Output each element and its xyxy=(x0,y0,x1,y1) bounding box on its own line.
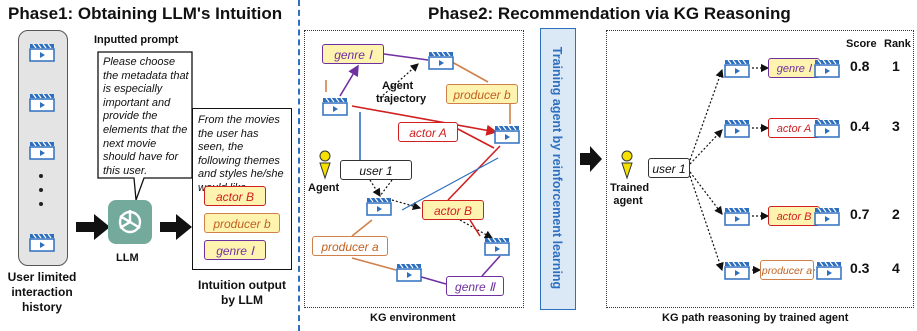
output-label-line: by LLM xyxy=(221,293,263,307)
agent-trajectory-line: Agent xyxy=(382,80,414,92)
arrow-right-icon xyxy=(76,214,110,240)
path-row-3-entity: actor B xyxy=(768,206,820,226)
prompt-bubble xyxy=(97,51,193,201)
agent-trajectory-label: Agent trajectory xyxy=(376,80,426,106)
trained-agent-line: agent xyxy=(613,195,643,207)
movie-icon xyxy=(322,97,348,116)
path-reasoning-box xyxy=(606,30,914,308)
trained-agent-icon xyxy=(621,150,633,180)
output-item-genre-1: genre Ⅰ xyxy=(204,240,266,260)
phase-divider xyxy=(298,0,300,331)
movie-icon xyxy=(29,43,55,62)
kg-node-producer-b: producer b xyxy=(446,84,518,104)
path-row-2-entity: actor A xyxy=(768,118,820,138)
kg-node-actor-a: actor A xyxy=(398,122,458,142)
arrow-right-icon xyxy=(580,146,602,172)
movie-icon xyxy=(396,263,422,282)
kg-node-genre-1: genre Ⅰ xyxy=(322,44,384,64)
output-item-producer-b: producer b xyxy=(204,213,280,233)
path-user-node: user 1 xyxy=(648,158,690,178)
movie-icon xyxy=(816,261,842,280)
path-row-4-rank: 4 xyxy=(892,260,900,276)
history-label-line: interaction xyxy=(11,285,73,299)
kg-node-user: user 1 xyxy=(340,160,412,180)
movie-icon xyxy=(484,237,510,256)
history-label: User limited interaction history xyxy=(0,270,84,315)
path-row-1-rank: 1 xyxy=(892,58,900,74)
movie-icon xyxy=(428,51,454,70)
path-reasoning-caption: KG path reasoning by trained agent xyxy=(662,312,849,324)
path-row-1-score: 0.8 xyxy=(850,58,870,74)
phase1-title: Phase1: Obtaining LLM's Intuition xyxy=(8,4,283,23)
movie-icon xyxy=(366,197,392,216)
path-row-2-score: 0.4 xyxy=(850,118,870,134)
kg-node-actor-b: actor B xyxy=(422,200,484,220)
movie-icon xyxy=(814,59,840,78)
rank-header: Rank xyxy=(884,38,911,50)
output-label-line: Intuition output xyxy=(198,278,286,292)
trained-agent-line: Trained xyxy=(610,182,650,194)
movie-icon xyxy=(724,59,750,78)
kg-node-genre-2: genre Ⅱ xyxy=(446,276,504,296)
movie-icon xyxy=(814,207,840,226)
arrow-right-icon xyxy=(160,214,192,240)
history-label-line: User limited xyxy=(7,270,77,284)
path-row-3-rank: 2 xyxy=(892,206,900,222)
output-item-actor-b: actor B xyxy=(204,186,266,206)
kg-environment-box xyxy=(304,30,524,308)
llm-label: LLM xyxy=(116,252,139,264)
path-row-1-entity: genre Ⅰ xyxy=(768,58,820,78)
score-header: Score xyxy=(846,38,877,50)
training-panel xyxy=(540,28,576,310)
movie-icon xyxy=(724,207,750,226)
agent-label: Agent xyxy=(308,182,340,194)
movie-icon xyxy=(814,119,840,138)
agent-icon xyxy=(319,150,331,180)
path-row-2-rank: 3 xyxy=(892,118,900,134)
trained-agent-label: Trained agent xyxy=(610,182,650,208)
prompt-heading: Inputted prompt xyxy=(94,34,179,46)
ellipsis-dots xyxy=(39,170,45,206)
kg-environment-caption: KG environment xyxy=(370,312,456,324)
path-row-4-entity: producer a xyxy=(760,260,814,280)
movie-icon xyxy=(29,141,55,160)
movie-icon xyxy=(494,125,520,144)
prompt-text: Please choose the metadata that is espec… xyxy=(103,56,189,177)
movie-icon xyxy=(29,93,55,112)
agent-trajectory-line: trajectory xyxy=(376,93,427,105)
kg-node-producer-a: producer a xyxy=(312,236,388,256)
movie-icon xyxy=(724,261,750,280)
path-row-3-score: 0.7 xyxy=(850,206,870,222)
movie-icon xyxy=(29,233,55,252)
history-label-line: history xyxy=(21,300,62,314)
llm-logo-icon xyxy=(108,200,152,244)
output-label: Intuition output by LLM xyxy=(186,278,298,308)
movie-icon xyxy=(724,119,750,138)
path-row-4-score: 0.3 xyxy=(850,260,870,276)
phase2-title: Phase2: Recommendation via KG Reasoning xyxy=(428,4,791,23)
